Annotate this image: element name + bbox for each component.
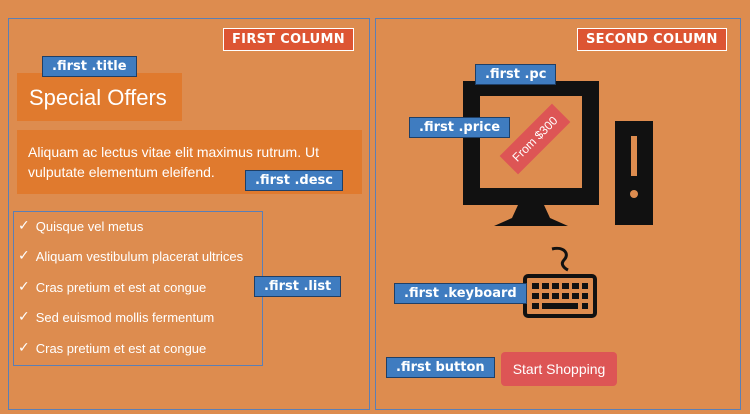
- checkmark-icon: ✓: [18, 248, 30, 264]
- list-item-label: Sed euismod mollis fermentum: [35, 309, 215, 325]
- price-selector-tag: .first .price: [409, 117, 511, 138]
- special-offers-title: Special Offers: [17, 73, 182, 121]
- offer-list: ✓ Quisque vel metus ✓ Aliquam vestibulum…: [13, 211, 263, 366]
- list-item-label: Cras pretium et est at congue: [35, 279, 207, 295]
- checkmark-icon: ✓: [18, 309, 30, 325]
- keyboard-selector-tag: .first .keyboard: [394, 283, 527, 304]
- desc-selector-tag: .first .desc: [245, 170, 343, 191]
- list-item: ✓ Cras pretium et est at congue: [18, 340, 206, 356]
- keyboard-keys: [532, 283, 588, 309]
- first-column-badge: FIRST COLUMN: [223, 28, 354, 51]
- keyboard-cable: [551, 246, 569, 272]
- list-item-label: Aliquam vestibulum placerat ultrices: [35, 248, 244, 264]
- list-item: ✓ Sed euismod mollis fermentum: [18, 309, 214, 325]
- desktop-computer-icon: [463, 81, 653, 226]
- checkmark-icon: ✓: [18, 279, 30, 295]
- first-column: [8, 18, 370, 410]
- pc-selector-tag: .first .pc: [475, 64, 557, 85]
- tower-slot: [631, 136, 637, 176]
- checkmark-icon: ✓: [18, 340, 30, 356]
- second-column: [375, 18, 741, 410]
- list-selector-tag: .first .list: [254, 276, 342, 297]
- monitor-stand: [494, 205, 568, 226]
- checkmark-icon: ✓: [18, 218, 30, 234]
- list-item-label: Quisque vel metus: [35, 218, 144, 234]
- list-item-label: Cras pretium et est at congue: [35, 340, 207, 356]
- button-selector-tag: .first button: [386, 357, 495, 378]
- tower-power-light: [630, 190, 638, 198]
- keyboard-icon: [523, 246, 597, 318]
- list-item: ✓ Quisque vel metus: [18, 218, 143, 234]
- start-shopping-button[interactable]: Start Shopping: [501, 352, 617, 386]
- second-column-badge: SECOND COLUMN: [577, 28, 727, 51]
- list-item: ✓ Cras pretium et est at congue: [18, 279, 206, 295]
- list-item: ✓ Aliquam vestibulum placerat ultrices: [18, 248, 243, 264]
- title-selector-tag: .first .title: [42, 56, 137, 77]
